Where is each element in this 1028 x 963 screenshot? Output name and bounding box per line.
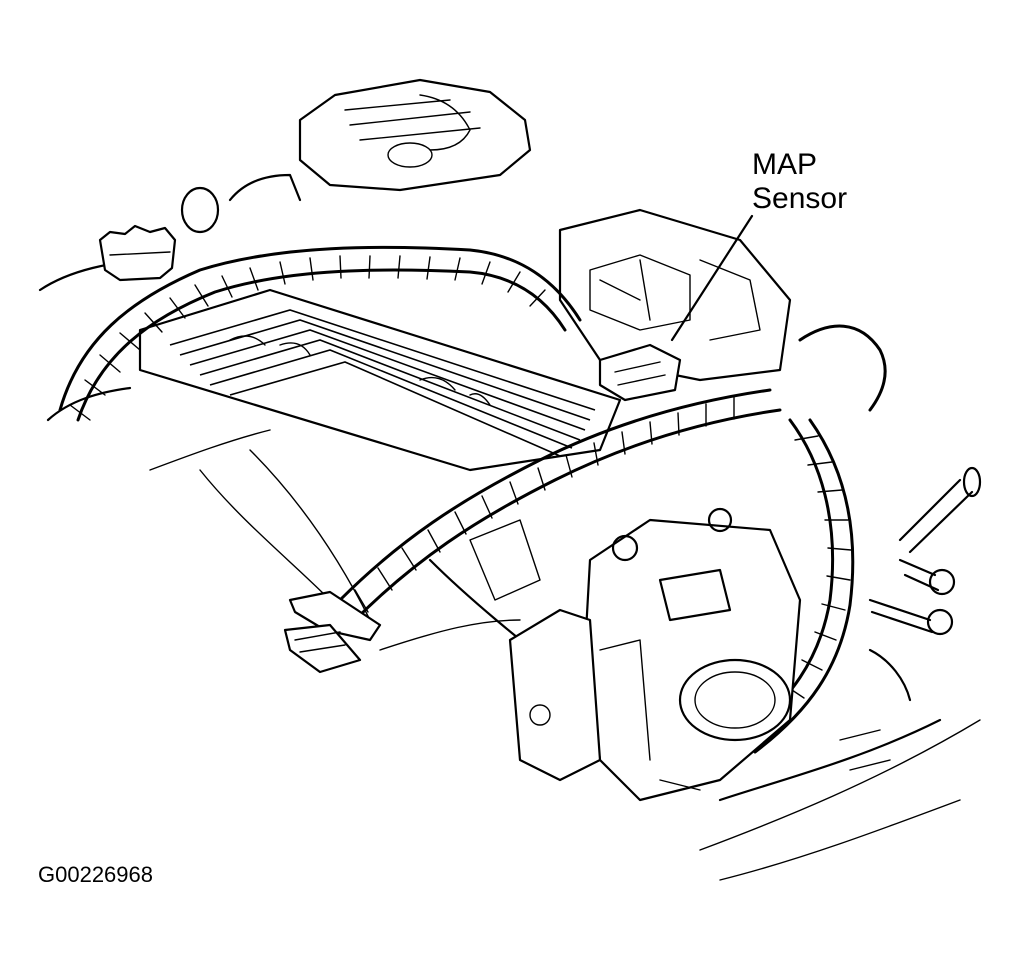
valve-cover xyxy=(138,288,622,472)
vacuum-hoses xyxy=(868,466,982,702)
lower-bracket xyxy=(469,519,602,782)
callout-leader-line xyxy=(670,214,754,342)
throttle-body xyxy=(583,507,802,802)
callout-line-2: Sensor xyxy=(752,182,848,215)
intake-plenum xyxy=(558,208,792,382)
harness-connector xyxy=(283,590,382,674)
throttle-cable xyxy=(718,718,942,802)
figure-id: G00226968 xyxy=(38,862,153,887)
alternator xyxy=(180,78,532,234)
oil-filler-cap xyxy=(98,224,177,282)
lower-wiring-harness xyxy=(338,388,782,622)
engine-bay-outline xyxy=(38,256,981,881)
callout-line-1: MAP xyxy=(752,148,818,181)
upper-wiring-harness xyxy=(58,245,582,422)
map-sensor-callout: MAP Sensor xyxy=(752,148,847,216)
map-sensor xyxy=(598,343,682,402)
